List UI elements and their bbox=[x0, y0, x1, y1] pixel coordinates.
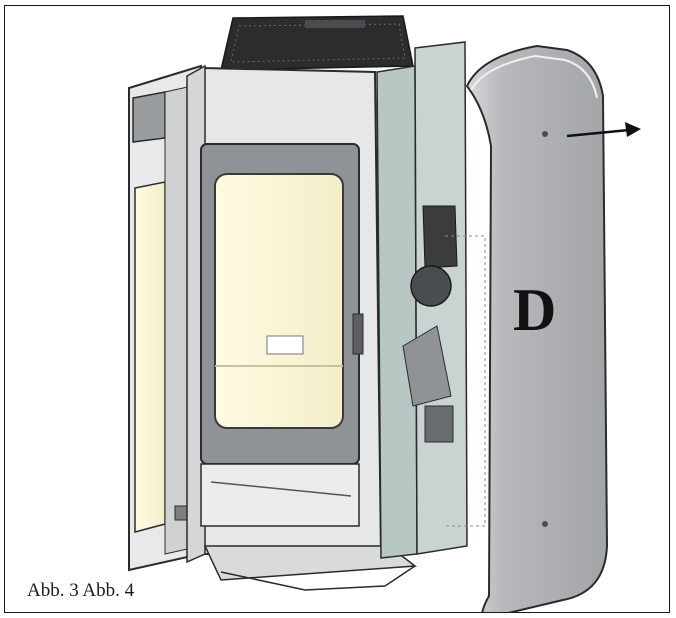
arrow-right-icon bbox=[566, 122, 641, 138]
stove-body bbox=[186, 64, 418, 591]
figure-frame: D Abb. 3 Abb. 4 bbox=[4, 5, 670, 613]
panel-label-d: D bbox=[513, 277, 556, 343]
side-panel-d: D bbox=[465, 44, 609, 612]
top-grille bbox=[220, 15, 414, 71]
figure-caption: Abb. 3 Abb. 4 bbox=[27, 580, 135, 601]
stove-illustration: D bbox=[128, 15, 641, 612]
stove-side-interior bbox=[376, 41, 486, 559]
